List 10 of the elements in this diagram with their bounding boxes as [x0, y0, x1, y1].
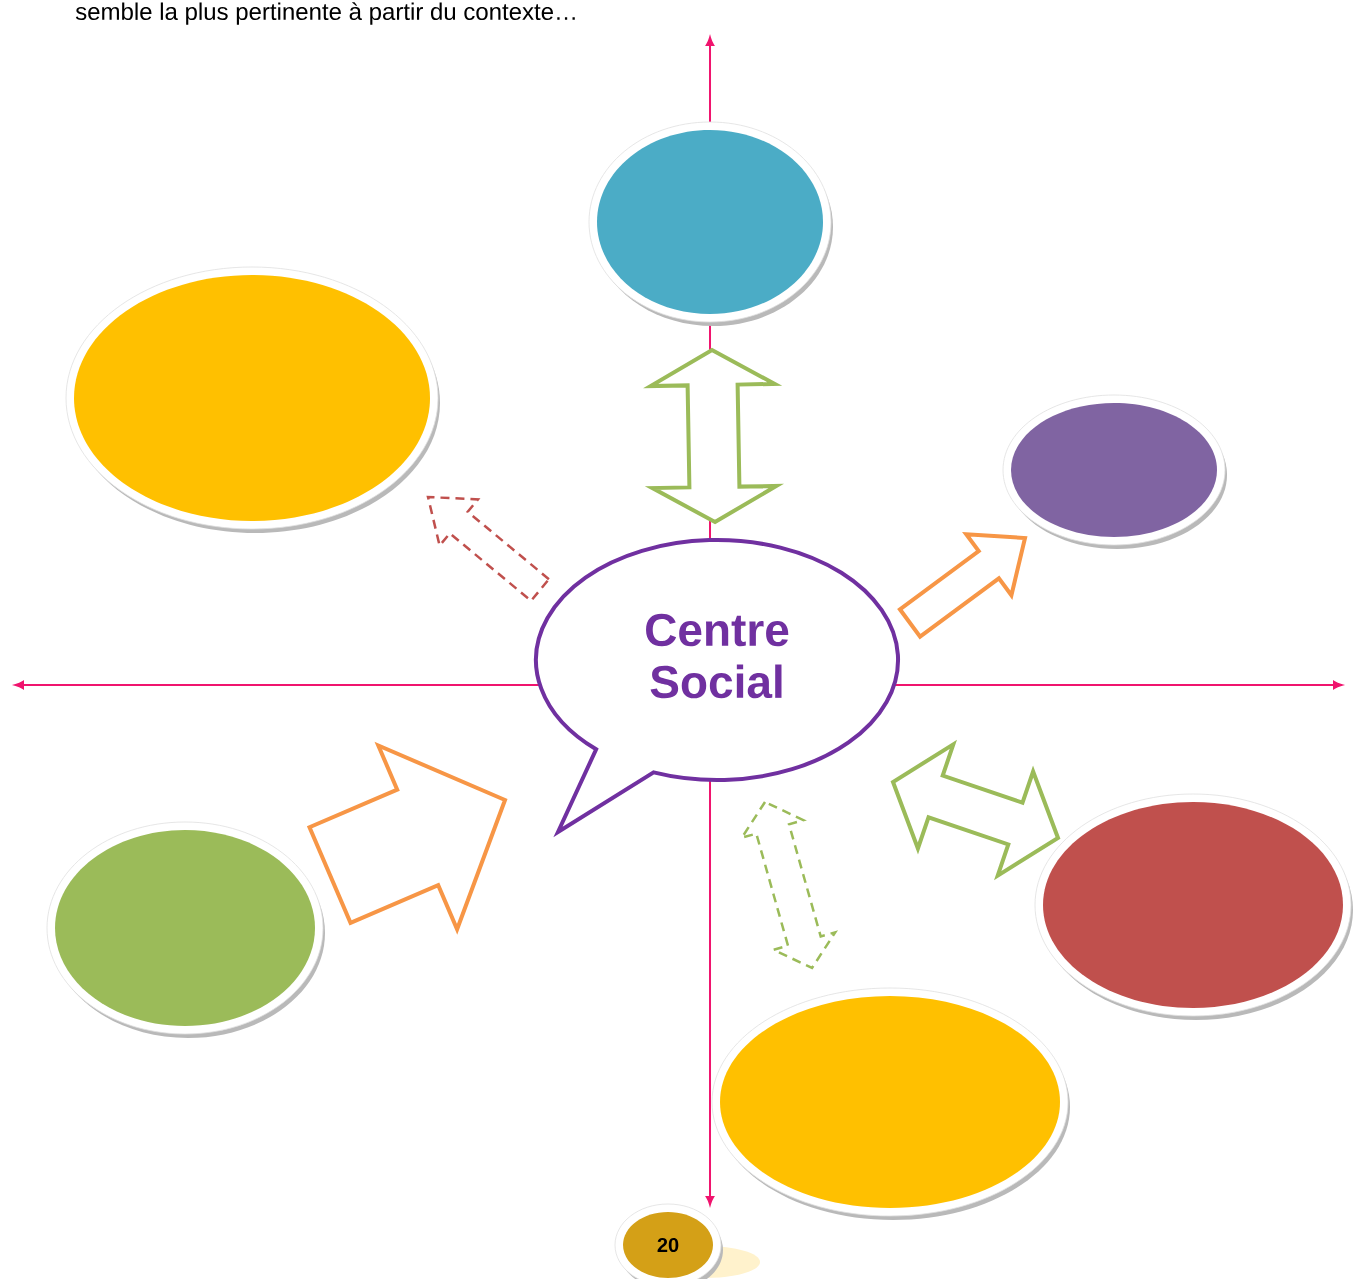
- ellipse-bubble: [711, 987, 1070, 1220]
- ellipse-bubble: [1002, 394, 1227, 549]
- ellipse-bubble: [588, 121, 833, 326]
- node-label: 20: [657, 1237, 679, 1253]
- note-text: semble la plus pertinente à partir du contexte…: [75, 2, 575, 25]
- ellipse-bubble: [65, 266, 440, 533]
- page-number-badge: 20: [614, 1203, 760, 1279]
- ellipse-bubble: [46, 821, 325, 1038]
- block-arrow: [426, 495, 551, 603]
- ellipse-bubble: [1034, 793, 1353, 1020]
